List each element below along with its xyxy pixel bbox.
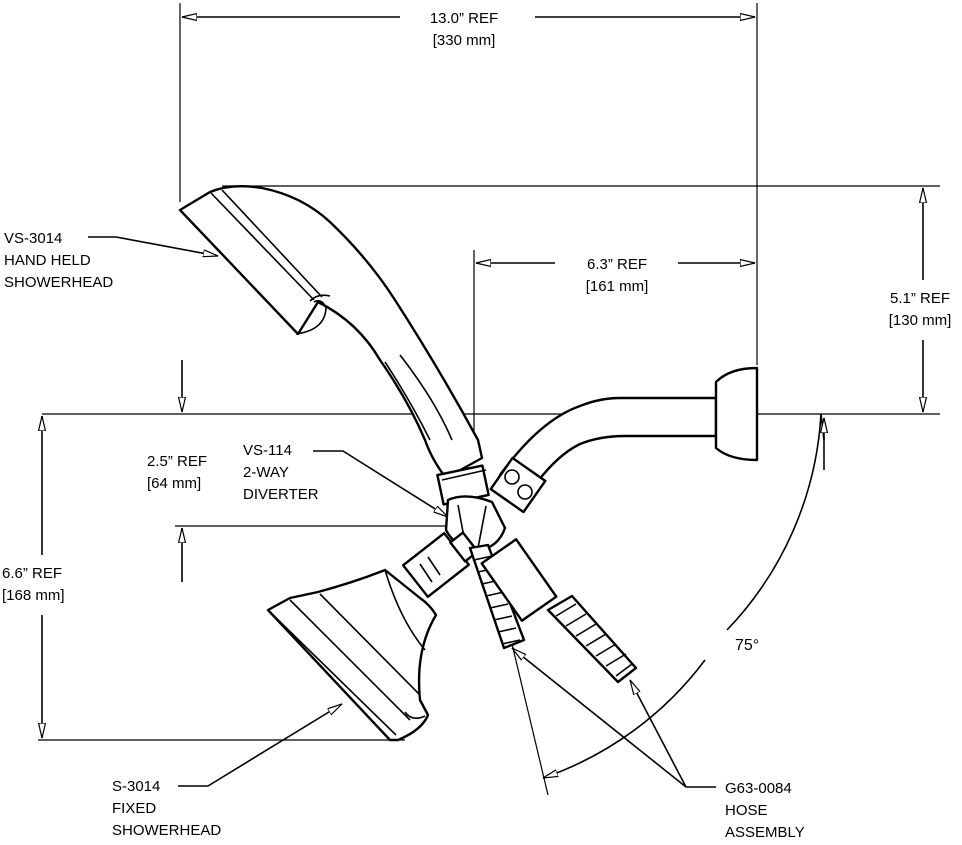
- arm-width-label: 6.3” REF [161 mm]: [557, 254, 677, 298]
- dim-angle-arc: [543, 413, 824, 779]
- fixed-callout: S-3014 FIXED SHOWERHEAD: [112, 776, 221, 842]
- fixed-line2: SHOWERHEAD: [112, 822, 222, 839]
- diverter-callout: VS-114 2-WAY DIVERTER: [243, 440, 319, 506]
- handheld-height-mm: [130 mm]: [888, 312, 952, 329]
- handheld-height-inches: 5.1” REF: [889, 290, 950, 307]
- extension-lines: [38, 3, 940, 796]
- handheld-callout: VS-3014 HAND HELD SHOWERHEAD: [4, 228, 113, 294]
- diverter-drop-mm: [64 mm]: [147, 475, 202, 492]
- hose-callout: G63-0084 HOSE ASSEMBLY: [725, 778, 805, 844]
- arm-width-mm: [161 mm]: [585, 278, 649, 295]
- overall-height-inches: 6.6” REF: [2, 565, 63, 582]
- handheld-height-label: 5.1” REF [130 mm]: [878, 288, 962, 332]
- leader-diverter: [313, 450, 448, 518]
- overall-height-mm: [168 mm]: [2, 587, 65, 604]
- shower-arm-drawing: [489, 366, 759, 514]
- arm-width-inches: 6.3” REF: [586, 256, 647, 273]
- fixed-code: S-3014: [112, 778, 161, 795]
- handheld-line2: SHOWERHEAD: [4, 274, 114, 291]
- diverter-code: VS-114: [243, 442, 292, 459]
- leader-fixed: [178, 703, 342, 787]
- hose-line2: ASSEMBLY: [725, 824, 805, 841]
- diverter-line2: DIVERTER: [243, 486, 319, 503]
- handheld-code: VS-3014: [4, 230, 63, 247]
- diverter-drop-inches: 2.5” REF: [147, 453, 208, 470]
- fixed-line1: FIXED: [112, 800, 157, 817]
- angle-label: 75°: [735, 635, 759, 657]
- diverter-line1: 2-WAY: [243, 464, 289, 481]
- angle-value: 75°: [735, 637, 760, 654]
- hose-code: G63-0084: [725, 780, 792, 797]
- hose-drawing: [468, 538, 638, 684]
- diverter-drop-label: 2.5” REF [64 mm]: [147, 451, 207, 495]
- overall-width-inches: 13.0” REF: [429, 10, 499, 27]
- fixed-showerhead-drawing: [266, 531, 479, 742]
- handheld-showerhead-drawing: [178, 185, 490, 506]
- overall-width-label: 13.0” REF [330 mm]: [405, 8, 523, 52]
- handheld-line1: HAND HELD: [4, 252, 91, 269]
- leader-handheld: [88, 236, 218, 256]
- hose-line1: HOSE: [725, 802, 768, 819]
- overall-height-label: 6.6” REF [168 mm]: [2, 563, 65, 607]
- leader-hose: [511, 647, 716, 788]
- overall-width-mm: [330 mm]: [432, 32, 496, 49]
